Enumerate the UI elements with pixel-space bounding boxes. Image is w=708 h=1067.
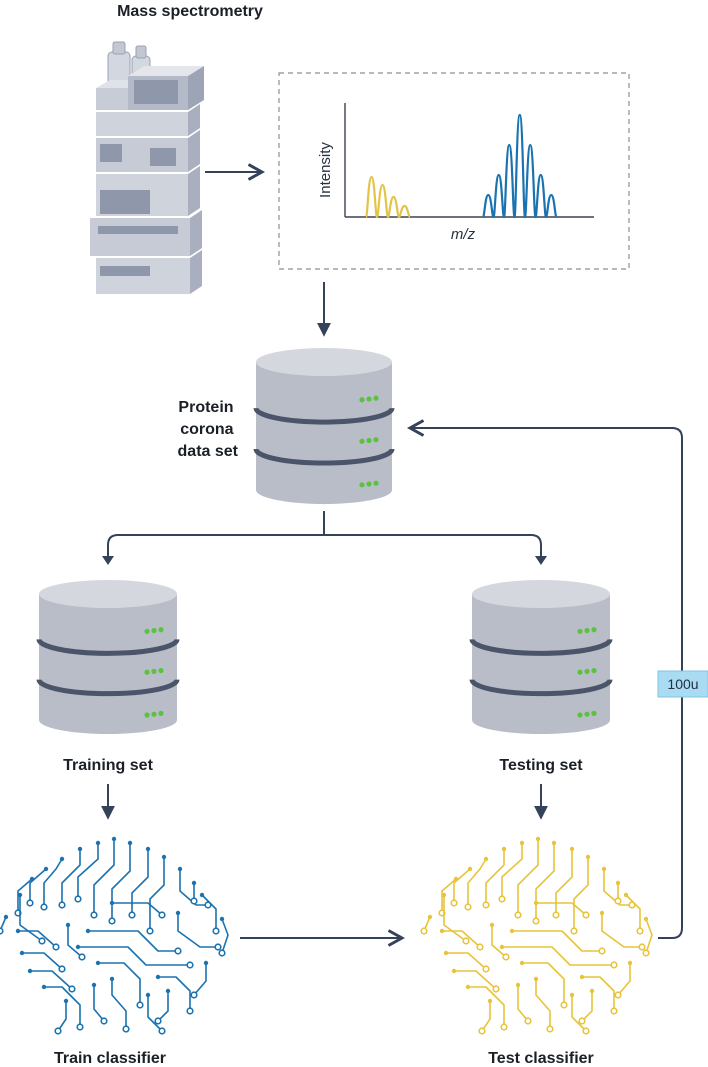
- test-classifier-label: Test classifier: [488, 1050, 594, 1067]
- high-mass-peaks: [481, 113, 558, 219]
- training-set-label: Training set: [63, 757, 153, 774]
- spectrum-panel: Intensity m/z: [278, 72, 630, 270]
- dataset-label-line-3: data set: [178, 443, 239, 460]
- dataset-label-line-2: corona: [180, 421, 233, 438]
- testing-set-database-icon: [469, 580, 613, 734]
- testing-set-label: Testing set: [499, 757, 583, 774]
- protein-corona-database-icon: [253, 348, 395, 504]
- y-axis-label: Intensity: [317, 142, 334, 198]
- mass-spec-title: Mass spectrometry: [117, 3, 263, 20]
- low-mass-peaks: [364, 175, 412, 219]
- dataset-label: Protein corona data set: [178, 399, 239, 460]
- split-connector: [102, 511, 547, 565]
- loop-badge: 100u: [657, 670, 708, 698]
- x-axis-label: m/z: [451, 226, 476, 243]
- training-set-database-icon: [36, 580, 180, 734]
- loop-badge-text: 100u: [667, 676, 698, 692]
- test-classifier-brain-icon: [420, 836, 653, 1035]
- dataset-label-line-1: Protein: [178, 399, 233, 416]
- train-classifier-label: Train classifier: [54, 1050, 166, 1067]
- mass-spectrometer-icon: [90, 41, 204, 294]
- train-classifier-brain-icon: [0, 836, 229, 1035]
